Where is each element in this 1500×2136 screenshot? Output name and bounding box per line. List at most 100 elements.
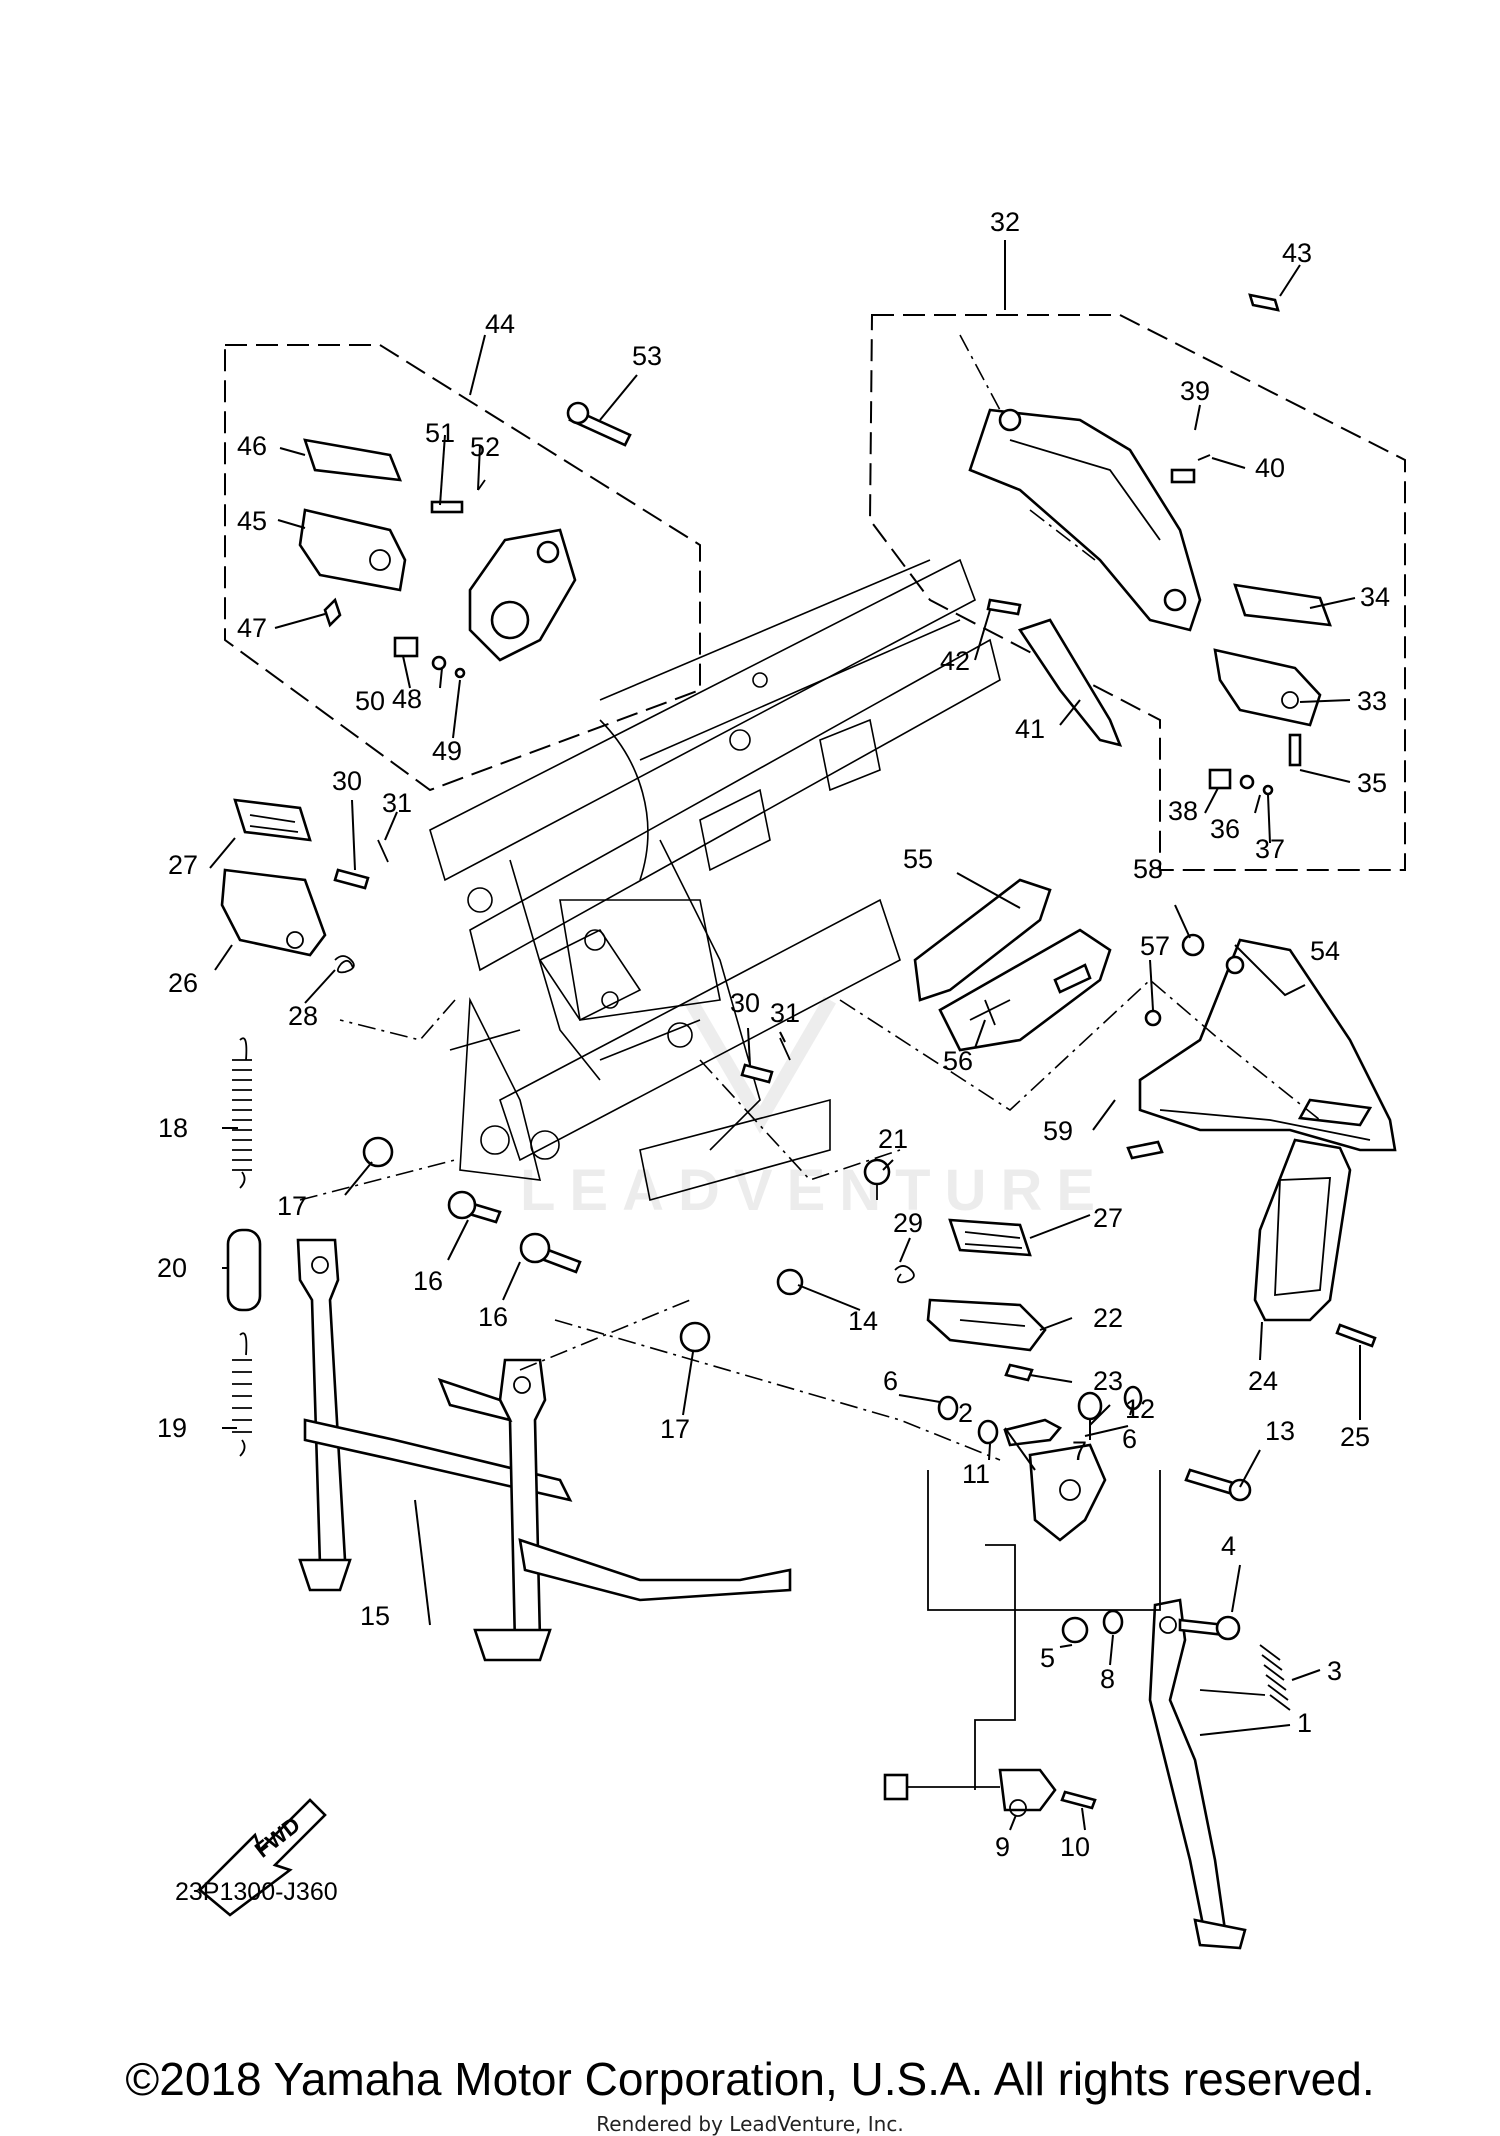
group-44-outline bbox=[224, 344, 701, 792]
footrest-26 bbox=[220, 868, 327, 957]
callout-27a: 27 bbox=[168, 850, 198, 880]
callout-15: 15 bbox=[360, 1601, 390, 1631]
bolt-21 bbox=[863, 1158, 891, 1200]
nut-5-washer-8 bbox=[1061, 1609, 1124, 1644]
callout-53: 53 bbox=[632, 341, 662, 371]
callout-37: 37 bbox=[1255, 834, 1285, 864]
callout-51: 51 bbox=[425, 418, 455, 448]
washers-6-7-11 bbox=[937, 1385, 1143, 1445]
callout-32: 32 bbox=[990, 207, 1020, 237]
callout-30b: 30 bbox=[730, 988, 760, 1018]
callout-35: 35 bbox=[1357, 768, 1387, 798]
bolt-25 bbox=[1335, 1323, 1377, 1348]
assembly-chains bbox=[299, 334, 1321, 1461]
nut-17a bbox=[362, 1136, 394, 1168]
spring-28 bbox=[334, 955, 355, 974]
passenger-footrest-left bbox=[298, 508, 407, 592]
callout-42: 42 bbox=[940, 646, 970, 676]
center-stand-15 bbox=[296, 1238, 792, 1662]
callout-54: 54 bbox=[1310, 936, 1340, 966]
callout-46: 46 bbox=[237, 431, 267, 461]
callout-57: 57 bbox=[1140, 931, 1170, 961]
watermark-text: LEADVENTURE bbox=[520, 1158, 1109, 1223]
callout-55: 55 bbox=[903, 844, 933, 874]
leader-lines bbox=[209, 240, 1361, 1831]
callout-52: 52 bbox=[470, 432, 500, 462]
small-parts-group-32 bbox=[986, 293, 1302, 796]
callout-24: 24 bbox=[1248, 1366, 1278, 1396]
callout-31b: 31 bbox=[770, 998, 800, 1028]
callout-5: 5 bbox=[1040, 1643, 1055, 1673]
callout-45: 45 bbox=[237, 506, 267, 536]
pin-30-31-upper bbox=[333, 839, 389, 890]
callout-21: 21 bbox=[878, 1124, 908, 1154]
switch-9 bbox=[883, 1768, 1057, 1817]
footrest-pad-27-right bbox=[948, 1218, 1032, 1257]
callout-22: 22 bbox=[1093, 1303, 1123, 1333]
callout-41: 41 bbox=[1015, 714, 1045, 744]
spring-29 bbox=[894, 1265, 915, 1284]
bolt-16a bbox=[447, 1190, 502, 1224]
callout-3: 3 bbox=[1327, 1656, 1342, 1686]
callout-39: 39 bbox=[1180, 376, 1210, 406]
small-parts-54 bbox=[1126, 933, 1245, 1160]
group-32-outline bbox=[868, 314, 1406, 871]
bolt-4 bbox=[1178, 1615, 1241, 1641]
callout-9: 9 bbox=[995, 1832, 1010, 1862]
callout-40: 40 bbox=[1255, 453, 1285, 483]
left-footrest-bracket bbox=[468, 528, 577, 662]
copyright-notice: ©2018 Yamaha Motor Corporation, U.S.A. A… bbox=[125, 2053, 1375, 2105]
callout-31a: 31 bbox=[382, 788, 412, 818]
callout-20: 20 bbox=[157, 1253, 187, 1283]
pin-30-31-lower bbox=[740, 1037, 791, 1084]
callout-28: 28 bbox=[288, 1001, 318, 1031]
footrest-pad-27-left bbox=[233, 798, 312, 842]
side-stand-1 bbox=[1148, 1598, 1247, 1950]
passenger-footrest-right bbox=[1213, 648, 1322, 727]
footrest-22 bbox=[926, 1298, 1047, 1352]
callout-12: 12 bbox=[1125, 1394, 1155, 1424]
callout-29: 29 bbox=[893, 1208, 923, 1238]
callout-6a: 6 bbox=[883, 1366, 898, 1396]
callout-36: 36 bbox=[1210, 814, 1240, 844]
callout-8: 8 bbox=[1100, 1664, 1115, 1694]
callout-18: 18 bbox=[158, 1113, 188, 1143]
callout-25: 25 bbox=[1340, 1422, 1370, 1452]
callout-2: 2 bbox=[958, 1398, 973, 1428]
bush-14 bbox=[776, 1268, 804, 1296]
spring-18 bbox=[232, 1037, 252, 1189]
callout-26: 26 bbox=[168, 968, 198, 998]
callout-7: 7 bbox=[1072, 1436, 1087, 1466]
footrest-rubber-left bbox=[303, 438, 403, 482]
cover-54 bbox=[1138, 938, 1397, 1152]
watermark: LEADVENTURE bbox=[520, 996, 1109, 1223]
callout-1: 1 bbox=[1297, 1708, 1312, 1738]
frame-assembly bbox=[429, 558, 1001, 1202]
callout-50: 50 bbox=[355, 686, 385, 716]
callout-13: 13 bbox=[1265, 1416, 1295, 1446]
callout-33: 33 bbox=[1357, 686, 1387, 716]
callout-17b: 17 bbox=[660, 1414, 690, 1444]
nut-17b bbox=[679, 1321, 711, 1353]
callout-56: 56 bbox=[943, 1046, 973, 1076]
screw-10 bbox=[1060, 1790, 1097, 1810]
bracket-2 bbox=[1028, 1443, 1107, 1542]
heel-guard-41 bbox=[1017, 618, 1123, 747]
callout-23: 23 bbox=[1093, 1366, 1123, 1396]
bracket-24 bbox=[1253, 1138, 1352, 1322]
plate-12 bbox=[1003, 1418, 1063, 1447]
collar-20 bbox=[226, 1228, 262, 1312]
callout-11: 11 bbox=[962, 1459, 990, 1489]
callout-16a: 16 bbox=[413, 1266, 443, 1296]
callout-43: 43 bbox=[1282, 238, 1312, 268]
guard-56 bbox=[938, 928, 1112, 1052]
pin-23 bbox=[1004, 1363, 1034, 1382]
callout-47: 47 bbox=[237, 613, 267, 643]
reference-code: 23P1300-J360 bbox=[175, 1878, 338, 1906]
callout-58: 58 bbox=[1133, 854, 1163, 884]
callout-14: 14 bbox=[848, 1306, 878, 1336]
callout-17a: 17 bbox=[277, 1191, 307, 1221]
spring-19 bbox=[232, 1332, 252, 1457]
callout-49: 49 bbox=[432, 736, 462, 766]
